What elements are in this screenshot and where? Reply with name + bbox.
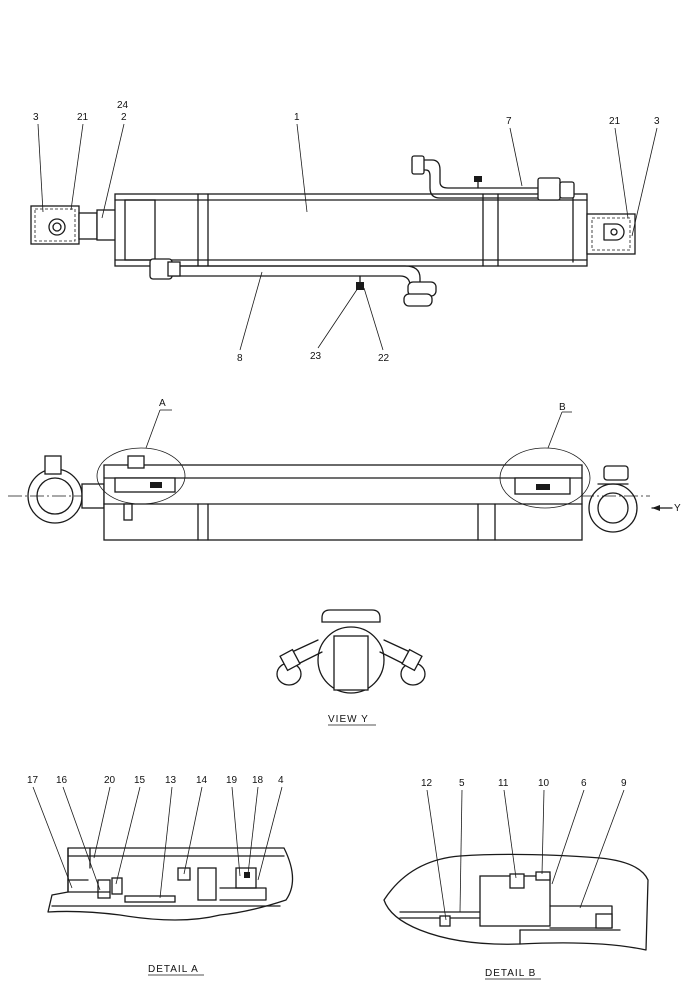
callout-label: 23 (310, 351, 322, 362)
callout-label: 2 (121, 112, 127, 123)
top-view (30, 155, 636, 307)
rod-eye-left (30, 205, 98, 245)
callout-label: 21 (609, 116, 621, 127)
callout-label: 12 (421, 778, 433, 789)
callout-label: 6 (581, 778, 587, 789)
callout-label: 13 (165, 775, 177, 786)
detail-a-caption: DETAIL A (148, 964, 199, 975)
callout-label: 5 (459, 778, 465, 789)
callout-label: 14 (196, 775, 208, 786)
hydraulic-tube-lower (149, 258, 437, 307)
callout-label: 22 (378, 353, 390, 364)
view-y-caption: VIEW Y (328, 714, 369, 725)
detail-b-marker (499, 447, 591, 509)
callout-label: 4 (278, 775, 284, 786)
view-y-arrow: Y (651, 503, 681, 514)
hydraulic-tube-upper (411, 155, 575, 201)
callout-label: 1 (294, 112, 300, 123)
section-barrel (103, 455, 583, 541)
detail-b-letter: B (559, 402, 566, 413)
callout-label: 10 (538, 778, 550, 789)
callout-label: 9 (621, 778, 627, 789)
top-view-callouts: 3 21 24 2 1 7 21 3 8 23 22 (33, 100, 660, 364)
callout-label: 20 (104, 775, 116, 786)
detail-b-caption: DETAIL B (485, 968, 536, 979)
callout-label: 3 (654, 116, 660, 127)
cylinder-barrel (114, 193, 588, 267)
callout-label: 19 (226, 775, 238, 786)
rod-eye-right (586, 213, 636, 255)
piston-rod (96, 209, 118, 241)
detail-b: DETAIL B (383, 853, 649, 980)
callout-label: 24 (117, 100, 129, 111)
callout-label: 21 (77, 112, 89, 123)
section-view: A B Y (8, 398, 681, 541)
view-y: VIEW Y (276, 609, 426, 726)
callout-label: 18 (252, 775, 264, 786)
detail-a-letter: A (159, 398, 166, 409)
detail-a-marker (96, 447, 186, 505)
callout-label: 15 (134, 775, 146, 786)
detail-a: DETAIL A (47, 847, 294, 976)
callout-label: 16 (56, 775, 68, 786)
callout-label: 11 (498, 778, 509, 789)
view-y-letter: Y (674, 503, 681, 514)
callout-label: 3 (33, 112, 39, 123)
section-eye-right (588, 465, 638, 533)
callout-label: 17 (27, 775, 39, 786)
detail-b-callouts: 12 5 11 10 6 9 (421, 778, 627, 921)
section-eye-left (27, 455, 105, 524)
callout-label: 8 (237, 353, 243, 364)
detail-a-callouts: 17 16 20 15 13 14 19 18 4 (27, 775, 284, 899)
callout-label: 7 (506, 116, 512, 127)
